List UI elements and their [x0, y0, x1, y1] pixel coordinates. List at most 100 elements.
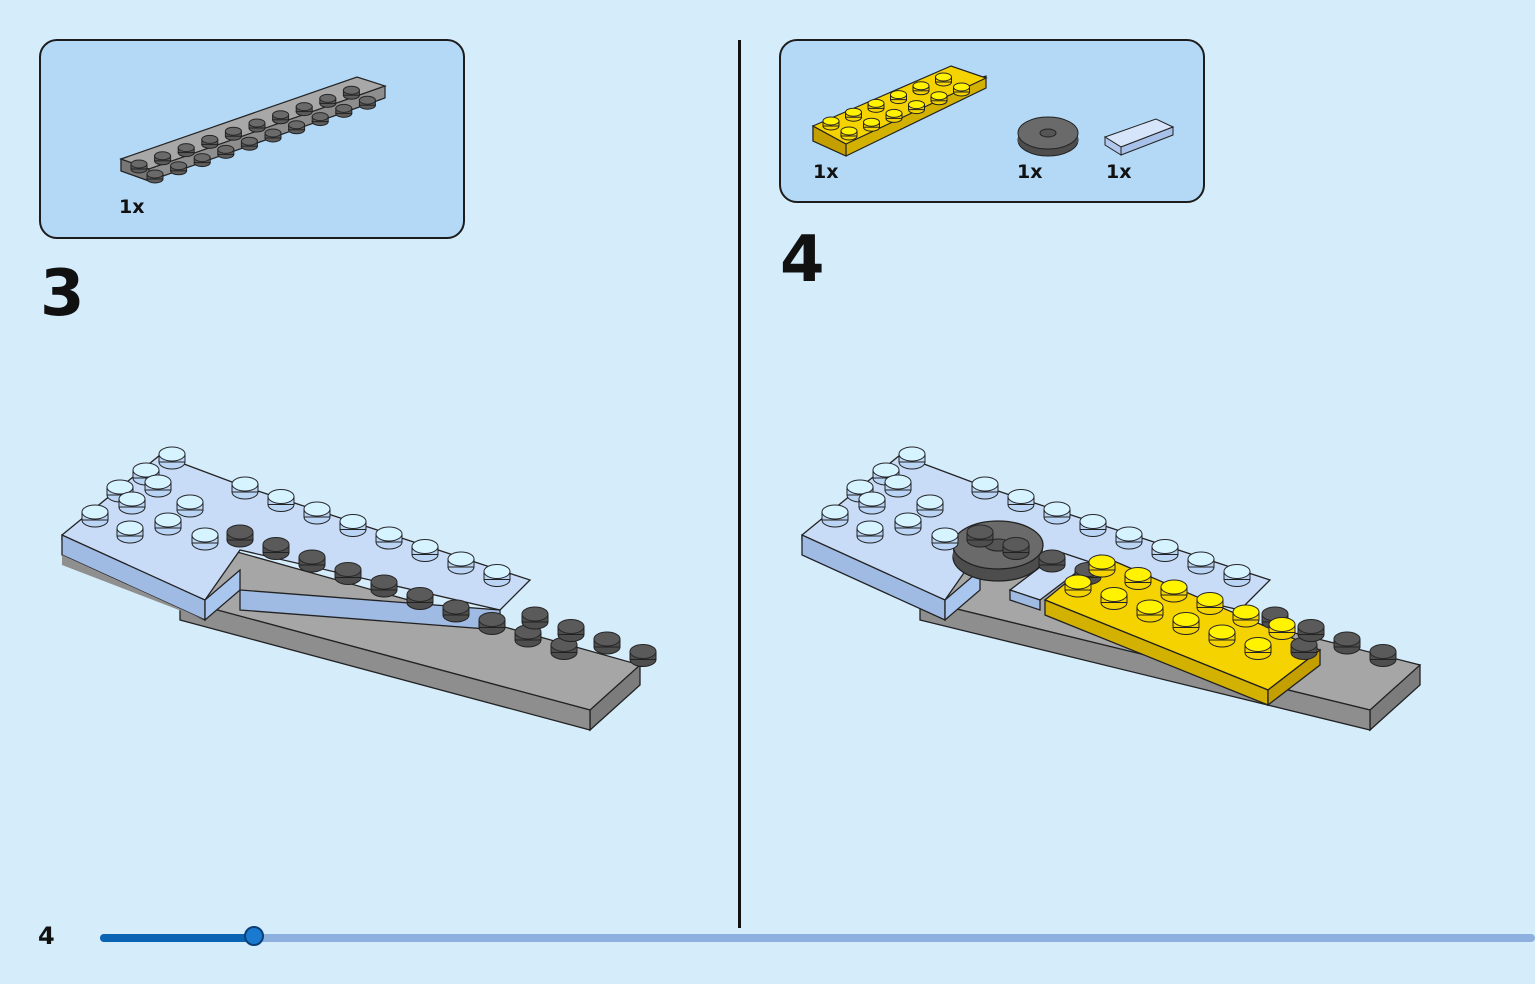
- step-4-assembly-illustration: [801, 446, 1422, 732]
- stud: [1244, 637, 1272, 660]
- stud: [1268, 617, 1296, 640]
- stud: [295, 102, 313, 117]
- stud: [231, 476, 259, 500]
- stud: [1187, 551, 1215, 575]
- stud: [154, 151, 172, 166]
- stud: [890, 90, 907, 105]
- stud: [81, 504, 109, 528]
- stud: [191, 527, 219, 551]
- round-tile-2x2-dark-grey-icon: [1017, 116, 1079, 157]
- stud: [118, 491, 146, 515]
- stud: [1232, 604, 1260, 628]
- stud: [845, 107, 862, 122]
- stud: [288, 120, 306, 135]
- stud: [840, 126, 858, 141]
- part-qty: 1x: [813, 161, 839, 183]
- stud: [1297, 619, 1325, 642]
- stud: [264, 128, 282, 143]
- stud: [1100, 587, 1128, 610]
- parts-list-step-3: 1x: [39, 39, 465, 239]
- stud: [1088, 554, 1116, 578]
- step-3-assembly-illustration: [61, 446, 657, 732]
- stud: [248, 118, 266, 133]
- plate-2x10-grey-icon: [119, 76, 387, 184]
- stud: [201, 134, 219, 149]
- stud: [931, 527, 959, 551]
- stud: [442, 599, 470, 623]
- stud: [557, 619, 585, 642]
- stud: [224, 126, 242, 141]
- stud: [1369, 644, 1397, 667]
- stud: [1136, 599, 1164, 623]
- stud: [884, 474, 912, 498]
- stud: [1124, 567, 1152, 590]
- stud: [116, 520, 144, 544]
- stud: [908, 100, 925, 115]
- stud: [1002, 537, 1030, 560]
- stud: [521, 606, 549, 630]
- stud: [867, 98, 885, 113]
- stud: [335, 103, 353, 118]
- stud: [1151, 539, 1179, 562]
- progress-marker: [244, 926, 264, 946]
- stud: [629, 644, 657, 667]
- stud: [176, 494, 204, 518]
- stud: [298, 549, 326, 573]
- stud: [177, 143, 195, 158]
- parts-list-step-4: 1x 1x 1x: [779, 39, 1205, 203]
- stud: [262, 537, 290, 560]
- stud: [193, 153, 211, 168]
- stud: [339, 514, 367, 537]
- stud: [856, 520, 884, 544]
- stud: [240, 136, 258, 151]
- stud: [311, 112, 329, 127]
- stud: [144, 474, 172, 498]
- stud: [158, 446, 186, 470]
- stud: [370, 574, 398, 598]
- stud: [822, 116, 840, 131]
- stud: [930, 91, 948, 106]
- stud: [130, 159, 148, 174]
- stud: [146, 169, 164, 184]
- stud: [1079, 514, 1107, 537]
- stud: [1208, 624, 1236, 648]
- stud: [1290, 637, 1318, 660]
- stud: [483, 564, 511, 587]
- stud: [411, 539, 439, 562]
- stud: [1160, 579, 1188, 603]
- progress-track: [100, 934, 1535, 942]
- step-number-4: 4: [780, 223, 825, 297]
- stud: [1333, 631, 1361, 655]
- stud: [154, 512, 182, 536]
- stud: [1007, 489, 1035, 512]
- stud: [1038, 549, 1066, 573]
- stud: [358, 95, 376, 110]
- stud: [912, 81, 930, 96]
- page-divider: [738, 40, 741, 928]
- stud: [953, 82, 970, 97]
- stud: [898, 446, 926, 470]
- stud: [342, 85, 360, 100]
- stud: [1043, 501, 1071, 525]
- stud: [478, 612, 506, 635]
- stud: [1064, 574, 1092, 598]
- part-qty: 1x: [1106, 161, 1132, 183]
- part-qty: 1x: [1017, 161, 1043, 183]
- tile-1x2-light-blue-icon: [1103, 118, 1175, 156]
- stud: [858, 491, 886, 515]
- stud: [132, 462, 160, 486]
- stud: [1223, 564, 1251, 587]
- stud: [593, 631, 621, 655]
- stud: [272, 110, 290, 125]
- stud: [217, 144, 235, 159]
- stud: [375, 526, 403, 550]
- stud: [885, 108, 903, 123]
- stud: [514, 624, 542, 648]
- stud: [1196, 592, 1224, 615]
- stud: [334, 562, 362, 585]
- stud: [821, 504, 849, 528]
- stud: [1115, 526, 1143, 550]
- stud: [916, 494, 944, 518]
- stud: [550, 637, 578, 660]
- stud: [406, 587, 434, 610]
